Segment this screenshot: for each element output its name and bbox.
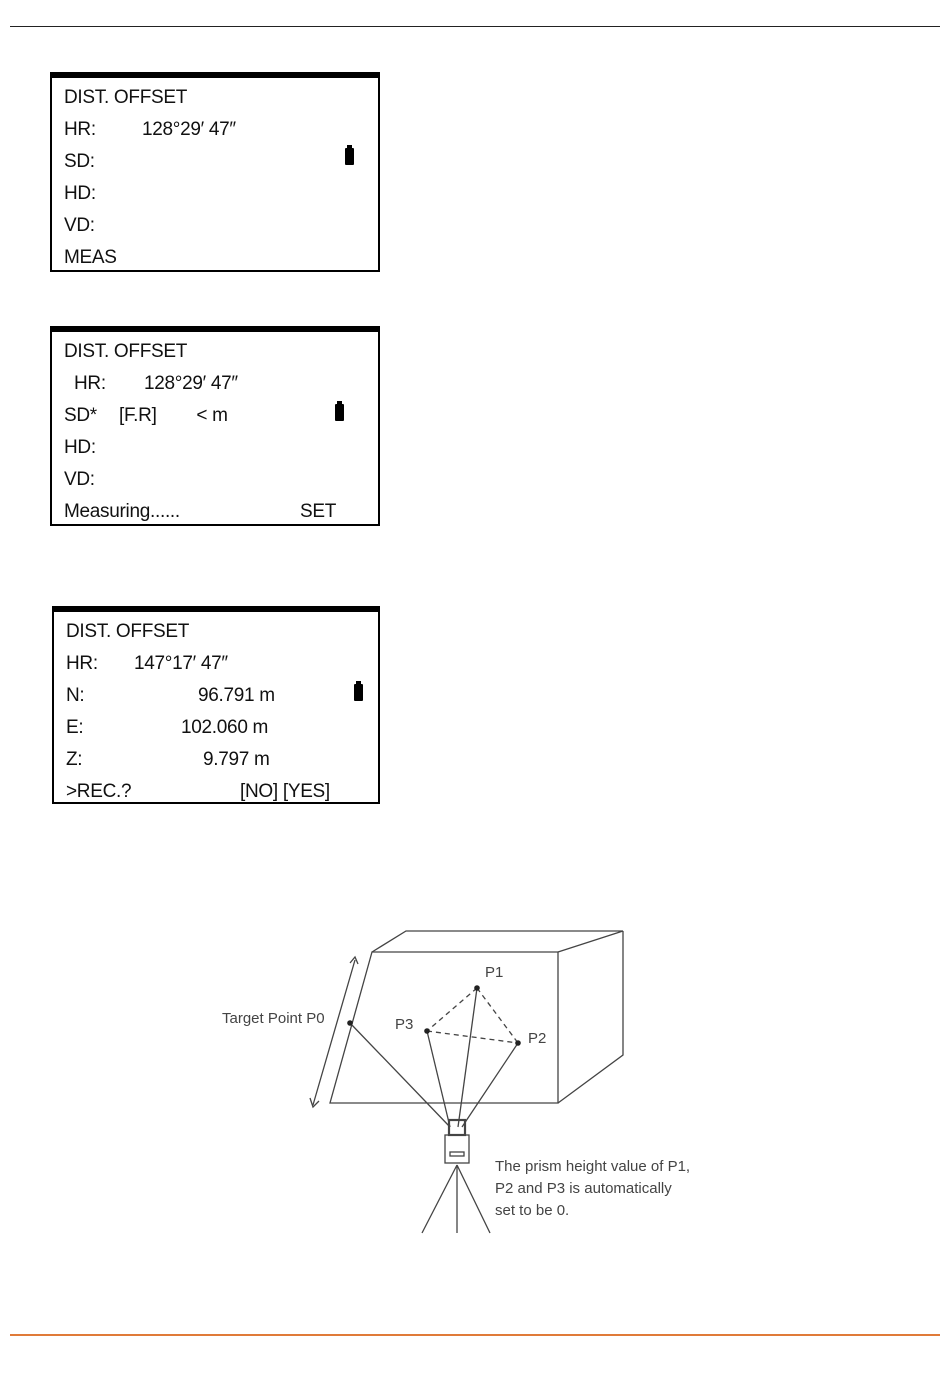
record-prompt: >REC.? (66, 781, 132, 802)
hd-label: HD: (64, 437, 96, 458)
hr-label: HR: (66, 653, 98, 674)
note-line-3: set to be 0. (495, 1202, 570, 1219)
no-yes-softkeys[interactable]: [NO] [YES] (240, 781, 330, 802)
note-line-1: The prism height value of P1, (495, 1158, 691, 1175)
wall-side-face (557, 931, 624, 1104)
hr-value: 147°17′ 47″ (134, 653, 228, 674)
height-arrow (312, 959, 356, 1106)
sd-value: [F.R] < m (119, 405, 228, 426)
screen-title: DIST. OFFSET (66, 621, 190, 642)
screen-title: DIST. OFFSET (64, 341, 188, 362)
wall-front-face (329, 951, 559, 1104)
measuring-status: Measuring...... (64, 501, 180, 522)
e-label: E: (66, 717, 84, 738)
meas-softkey[interactable]: MEAS (64, 247, 117, 268)
hr-label: HR: (74, 373, 106, 394)
lcd-screen-dist-offset-initial: DIST. OFFSET HR: 128°29′ 47″ SD: HD: VD:… (50, 72, 380, 272)
note-line-2: P2 and P3 is automatically (495, 1180, 672, 1197)
hr-value: 128°29′ 47″ (142, 119, 236, 140)
n-label: N: (66, 685, 85, 706)
offset-diagram-drawing (309, 930, 624, 1234)
p3-label: P3 (395, 1016, 414, 1033)
total-station-body (444, 1134, 470, 1164)
screen-title: DIST. OFFSET (64, 87, 188, 108)
tripod-leg (456, 1164, 491, 1234)
header-rule (10, 26, 940, 27)
p2-label: P2 (528, 1030, 547, 1047)
p1-label: P1 (485, 964, 504, 981)
vd-label: VD: (64, 469, 95, 490)
offset-diagram: Target Point P0 P1 P2 P3 The prism heigh… (200, 915, 740, 1245)
sight-line-p1 (457, 987, 478, 1128)
n-value: 96.791 m (198, 685, 275, 706)
z-value: 9.797 m (203, 749, 270, 770)
lcd-screen-dist-offset-measuring: DIST. OFFSET HR: 128°29′ 47″ SD* [F.R] <… (50, 326, 380, 526)
lcd-screen-dist-offset-result: DIST. OFFSET HR: 147°17′ 47″ N: 96.791 m… (52, 606, 380, 804)
hr-value: 128°29′ 47″ (144, 373, 238, 394)
footer-rule (10, 1334, 940, 1336)
sight-line-p2 (461, 1042, 519, 1128)
hd-label: HD: (64, 183, 96, 204)
vd-label: VD: (64, 215, 95, 236)
battery-icon (335, 401, 344, 421)
target-point-label: Target Point P0 (222, 1010, 325, 1027)
tripod-leg (421, 1164, 458, 1234)
battery-icon (354, 681, 363, 701)
e-value: 102.060 m (181, 717, 269, 738)
hr-label: HR: (64, 119, 96, 140)
set-softkey[interactable]: SET (300, 501, 337, 522)
wall-top-face (371, 930, 624, 953)
sight-line-p0 (349, 1022, 451, 1128)
sd-label: SD: (64, 151, 95, 172)
sight-line-p3 (426, 1030, 451, 1128)
sd-label: SD* (64, 405, 97, 426)
z-label: Z: (66, 749, 83, 770)
battery-icon (345, 145, 354, 165)
